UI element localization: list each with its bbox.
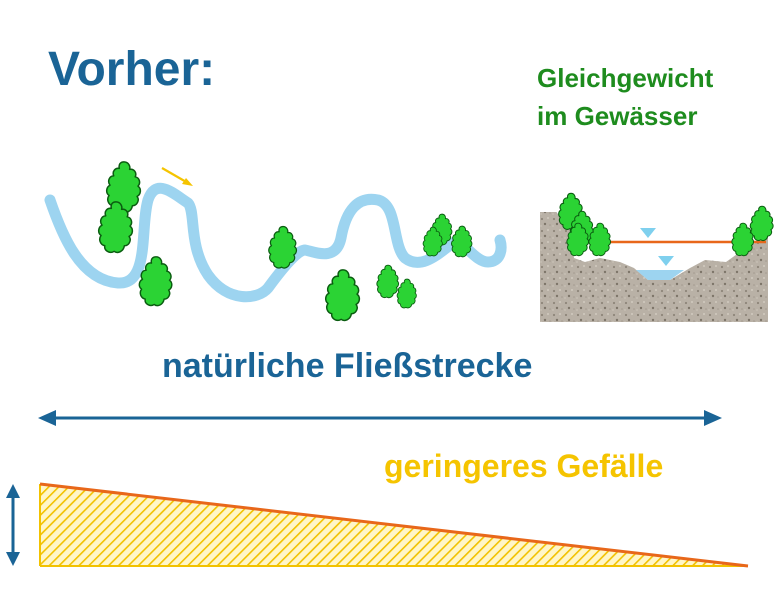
water-level-marker-icon xyxy=(640,228,656,238)
tree-icon xyxy=(376,264,400,299)
flow-arrow-icon xyxy=(161,167,193,186)
tree-icon xyxy=(450,225,473,258)
tree-icon xyxy=(268,225,298,269)
river-cross-section xyxy=(540,192,774,322)
soil-profile xyxy=(540,212,768,322)
water-level-marker-icon xyxy=(658,256,674,266)
slope-wedge xyxy=(39,482,749,568)
slope-label: geringeres Gefälle xyxy=(384,448,664,484)
tree-icon xyxy=(749,205,774,242)
reach-label: natürliche Fließstrecke xyxy=(162,347,533,385)
water-body xyxy=(636,270,684,280)
reach-length-arrow xyxy=(38,410,722,426)
equilibrium-label-line1: Gleichgewicht xyxy=(537,63,714,93)
equilibrium-label-line2: im Gewässer xyxy=(537,101,698,131)
page-title: Vorher: xyxy=(48,43,216,96)
tree-icon xyxy=(396,278,417,309)
tree-icon xyxy=(324,268,361,322)
double-arrow-icon xyxy=(6,484,20,566)
tree-icon xyxy=(731,222,755,257)
